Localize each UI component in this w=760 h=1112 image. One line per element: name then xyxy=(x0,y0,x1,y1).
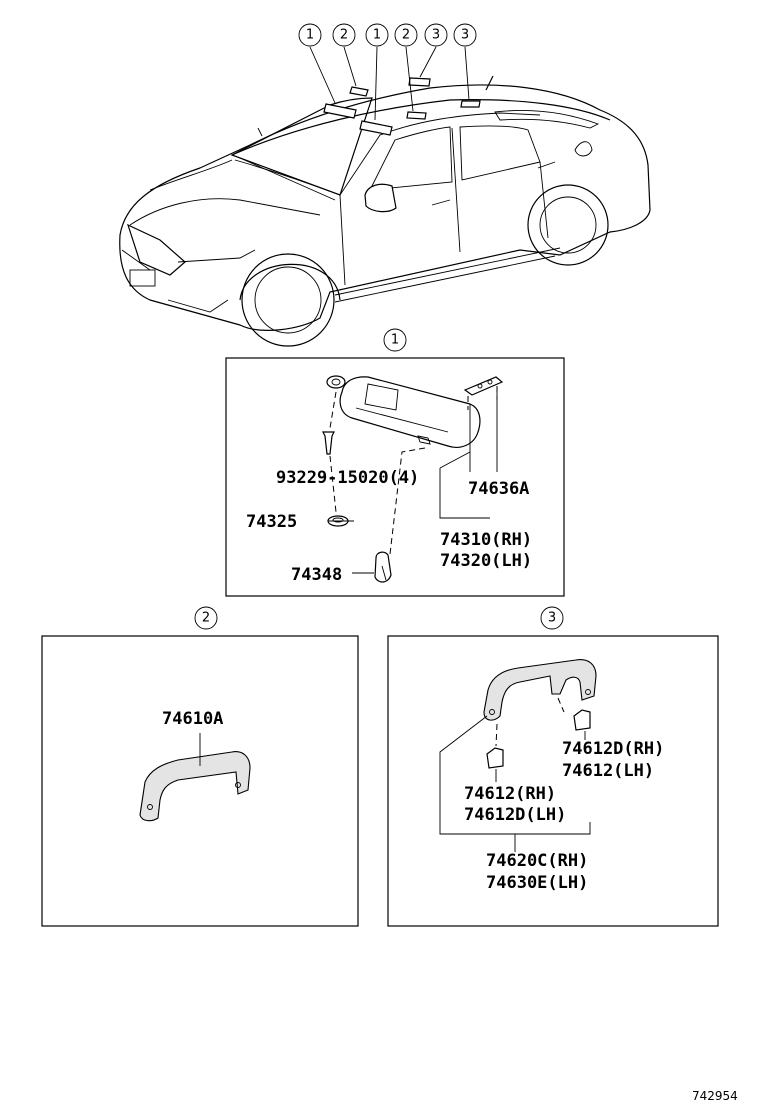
label-screw: 93229-15020(4) xyxy=(276,468,419,488)
label-grip-rh: 74620C(RH) xyxy=(486,851,588,871)
section-2-frame xyxy=(41,635,359,927)
grip-cover-a xyxy=(573,709,591,731)
assist-grip-small xyxy=(139,751,251,822)
grip-cover-b xyxy=(486,747,504,769)
callout-2b: 2 xyxy=(402,28,410,43)
callout-2a: 2 xyxy=(340,28,348,43)
callout-3a: 3 xyxy=(432,28,440,43)
label-visor-support: 74636A xyxy=(468,479,529,499)
label-bushing: 74325 xyxy=(246,512,297,532)
label-visor-rh: 74310(RH) xyxy=(440,530,532,550)
label-grip-lh: 74630E(LH) xyxy=(486,873,588,893)
label-visor-lh: 74320(LH) xyxy=(440,551,532,571)
section-3-number: 3 xyxy=(548,611,556,626)
label-holder: 74348 xyxy=(291,565,342,585)
section-1-number: 1 xyxy=(391,333,399,348)
label-cover-b-rh: 74612(RH) xyxy=(464,784,556,804)
section-2-grip: 2 74610A xyxy=(41,606,359,927)
callout-1a: 1 xyxy=(306,28,314,43)
label-cover-a-rh: 74612D(RH) xyxy=(562,739,664,759)
callout-3b: 3 xyxy=(461,28,469,43)
section-3-frame xyxy=(387,635,719,927)
section-1-sun-visor: 1 93229-15020(4) 7 xyxy=(225,328,565,597)
label-grip: 74610A xyxy=(162,709,223,729)
section-3-grip-covers: 3 74612D(RH) 74612(LH) 74612(RH) 74612D(… xyxy=(387,606,719,927)
section-2-number: 2 xyxy=(202,611,210,626)
visor-support xyxy=(463,376,504,396)
figure-reference: 742954 xyxy=(692,1089,738,1103)
car-illustration xyxy=(119,46,651,347)
visor-holder xyxy=(374,551,392,583)
top-callouts: 1 2 1 2 3 3 xyxy=(298,23,477,47)
sun-visor xyxy=(339,376,481,448)
section-1-frame xyxy=(225,357,565,597)
callout-1b: 1 xyxy=(373,28,381,43)
label-cover-a-lh: 74612(LH) xyxy=(562,761,654,781)
assist-grip-large xyxy=(483,659,597,721)
label-cover-b-lh: 74612D(LH) xyxy=(464,805,566,825)
screw xyxy=(322,431,335,455)
